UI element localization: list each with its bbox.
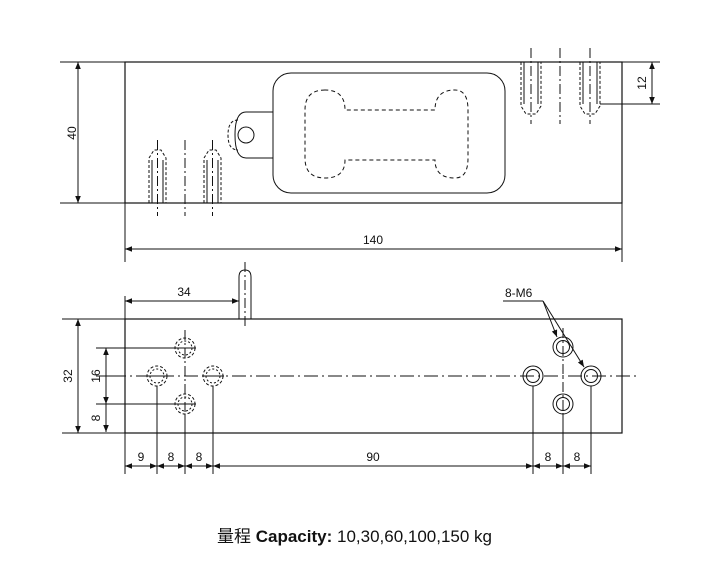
dim-label-8-a: 8 bbox=[168, 450, 175, 464]
tab-hole bbox=[237, 126, 255, 144]
front-view-dimensions bbox=[75, 62, 655, 252]
dim-label-9: 9 bbox=[138, 450, 145, 464]
dim-label-32: 32 bbox=[61, 369, 75, 383]
dim-label-12: 12 bbox=[635, 76, 649, 90]
load-cell-body bbox=[124, 61, 623, 204]
bone-cutout bbox=[304, 89, 469, 179]
dim-label-8-c: 8 bbox=[545, 450, 552, 464]
thread-callout: 8-M6 bbox=[505, 286, 533, 300]
capacity-caption: 量程 Capacity: 10,30,60,100,150 kg bbox=[0, 522, 709, 547]
bottom-thread-2 bbox=[203, 140, 222, 216]
tab-hole-hidden bbox=[227, 119, 239, 151]
dim-label-140: 140 bbox=[363, 233, 383, 247]
capacity-chinese-label: 量程 bbox=[216, 527, 251, 547]
dim-label-34: 34 bbox=[177, 285, 191, 299]
capacity-label: Capacity: bbox=[255, 527, 333, 546]
dim-label-40: 40 bbox=[65, 126, 79, 140]
top-thread-1 bbox=[520, 48, 561, 124]
bottom-thread-1 bbox=[148, 140, 186, 216]
top-thread-2 bbox=[579, 48, 601, 124]
strain-pocket bbox=[272, 72, 506, 194]
dim-label-8-d: 8 bbox=[574, 450, 581, 464]
top-view-dimensions bbox=[75, 298, 591, 469]
front-view bbox=[60, 48, 660, 262]
dim-label-8-b: 8 bbox=[196, 450, 203, 464]
capacity-values: 10,30,60,100,150 kg bbox=[336, 527, 493, 546]
dim-label-8-vertical: 8 bbox=[89, 414, 103, 421]
leader-8-m6-b bbox=[542, 300, 585, 368]
top-view bbox=[62, 262, 636, 474]
load-cell-drawing: 40 12 140 bbox=[60, 48, 660, 474]
leader-8-m6-a bbox=[542, 300, 558, 338]
dim-label-90: 90 bbox=[366, 450, 380, 464]
cable-tab bbox=[234, 111, 273, 159]
dim-label-16: 16 bbox=[89, 369, 103, 383]
